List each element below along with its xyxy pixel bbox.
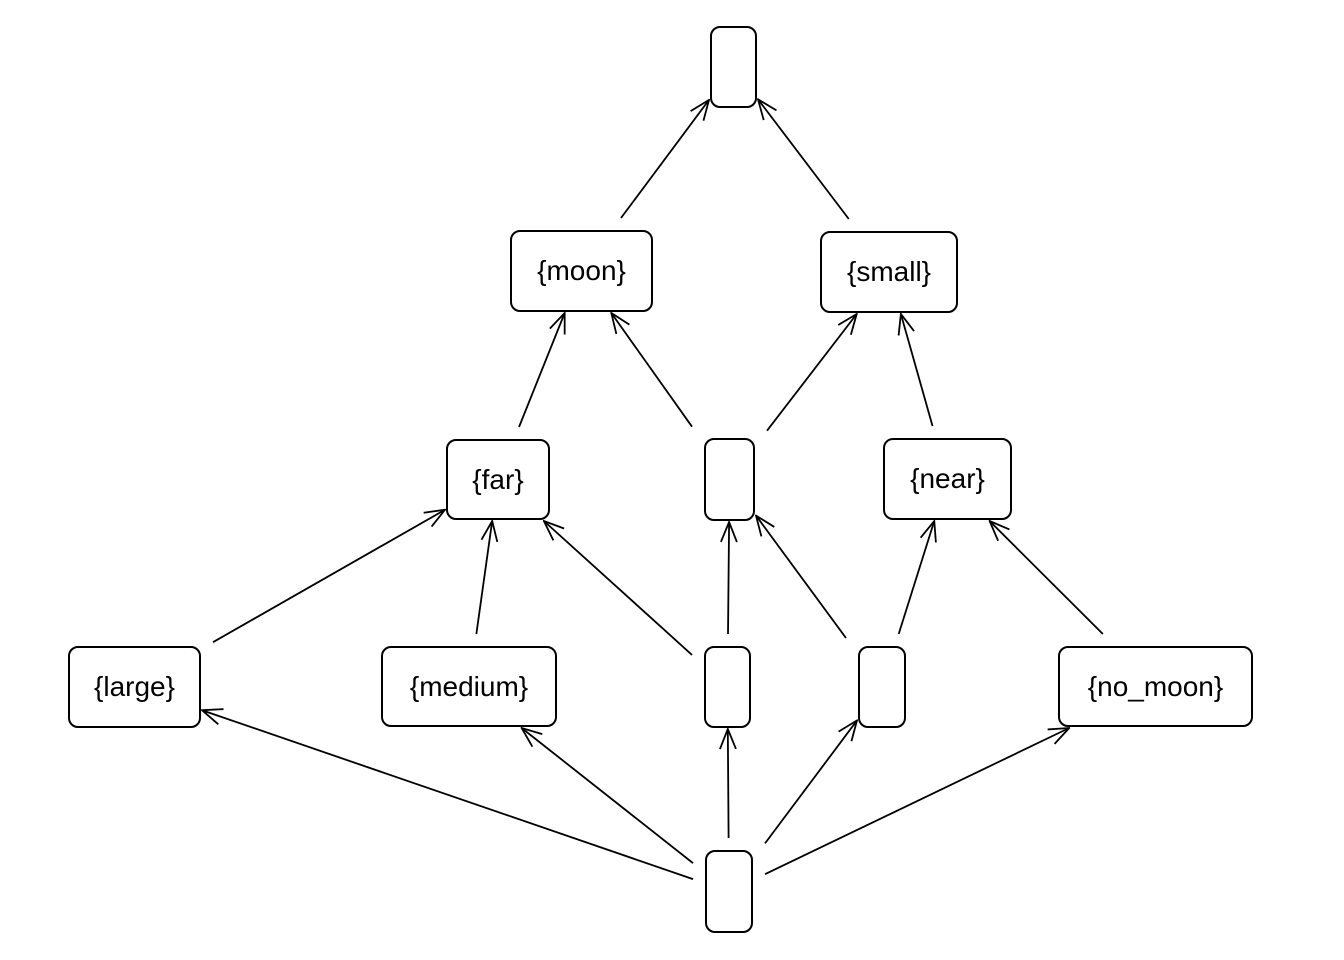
node-label: {small}: [846, 256, 932, 287]
edge-bottom-to-empty1: [728, 729, 729, 839]
node-label: {near}: [910, 463, 985, 494]
node-top: [710, 26, 757, 108]
node-empty1: [704, 646, 751, 728]
edge-small-to-top: [758, 99, 850, 220]
edge-large-to-far: [212, 510, 445, 643]
edge-bottom-to-empty2: [764, 720, 857, 844]
edge-mid-to-small: [766, 314, 857, 432]
node-label: {no_moon}: [1087, 670, 1224, 702]
node-large: {large}: [68, 646, 201, 728]
edge-empty2-to-mid: [756, 516, 847, 639]
edge-empty1-to-far: [544, 521, 693, 656]
node-no_moon: {no_moon}: [1058, 646, 1253, 727]
edge-medium-to-far: [475, 521, 492, 635]
node-far: {far}: [446, 439, 550, 520]
edge-near-to-small: [901, 314, 934, 427]
node-mid: [704, 438, 755, 521]
node-label: {large}: [94, 671, 175, 702]
node-label: {medium}: [409, 670, 529, 702]
edge-empty2-to-near: [897, 521, 935, 635]
edge-no_moon-to-near: [990, 521, 1104, 635]
node-bottom: [705, 850, 753, 933]
node-small: {small}: [820, 231, 958, 313]
edge-moon-to-top: [620, 100, 709, 219]
edge-bottom-to-medium: [522, 728, 694, 864]
node-moon: {moon}: [510, 230, 653, 312]
edge-far-to-moon: [518, 313, 565, 428]
edge-empty1-to-mid: [728, 522, 729, 635]
node-empty2: [858, 646, 906, 728]
node-label: {far}: [472, 463, 524, 495]
node-label: {moon}: [537, 255, 626, 286]
node-medium: {medium}: [381, 646, 557, 727]
node-near: {near}: [883, 438, 1012, 520]
edge-bottom-to-no_moon: [764, 728, 1069, 876]
edge-bottom-to-large: [202, 710, 694, 880]
edge-mid-to-moon: [611, 313, 693, 428]
